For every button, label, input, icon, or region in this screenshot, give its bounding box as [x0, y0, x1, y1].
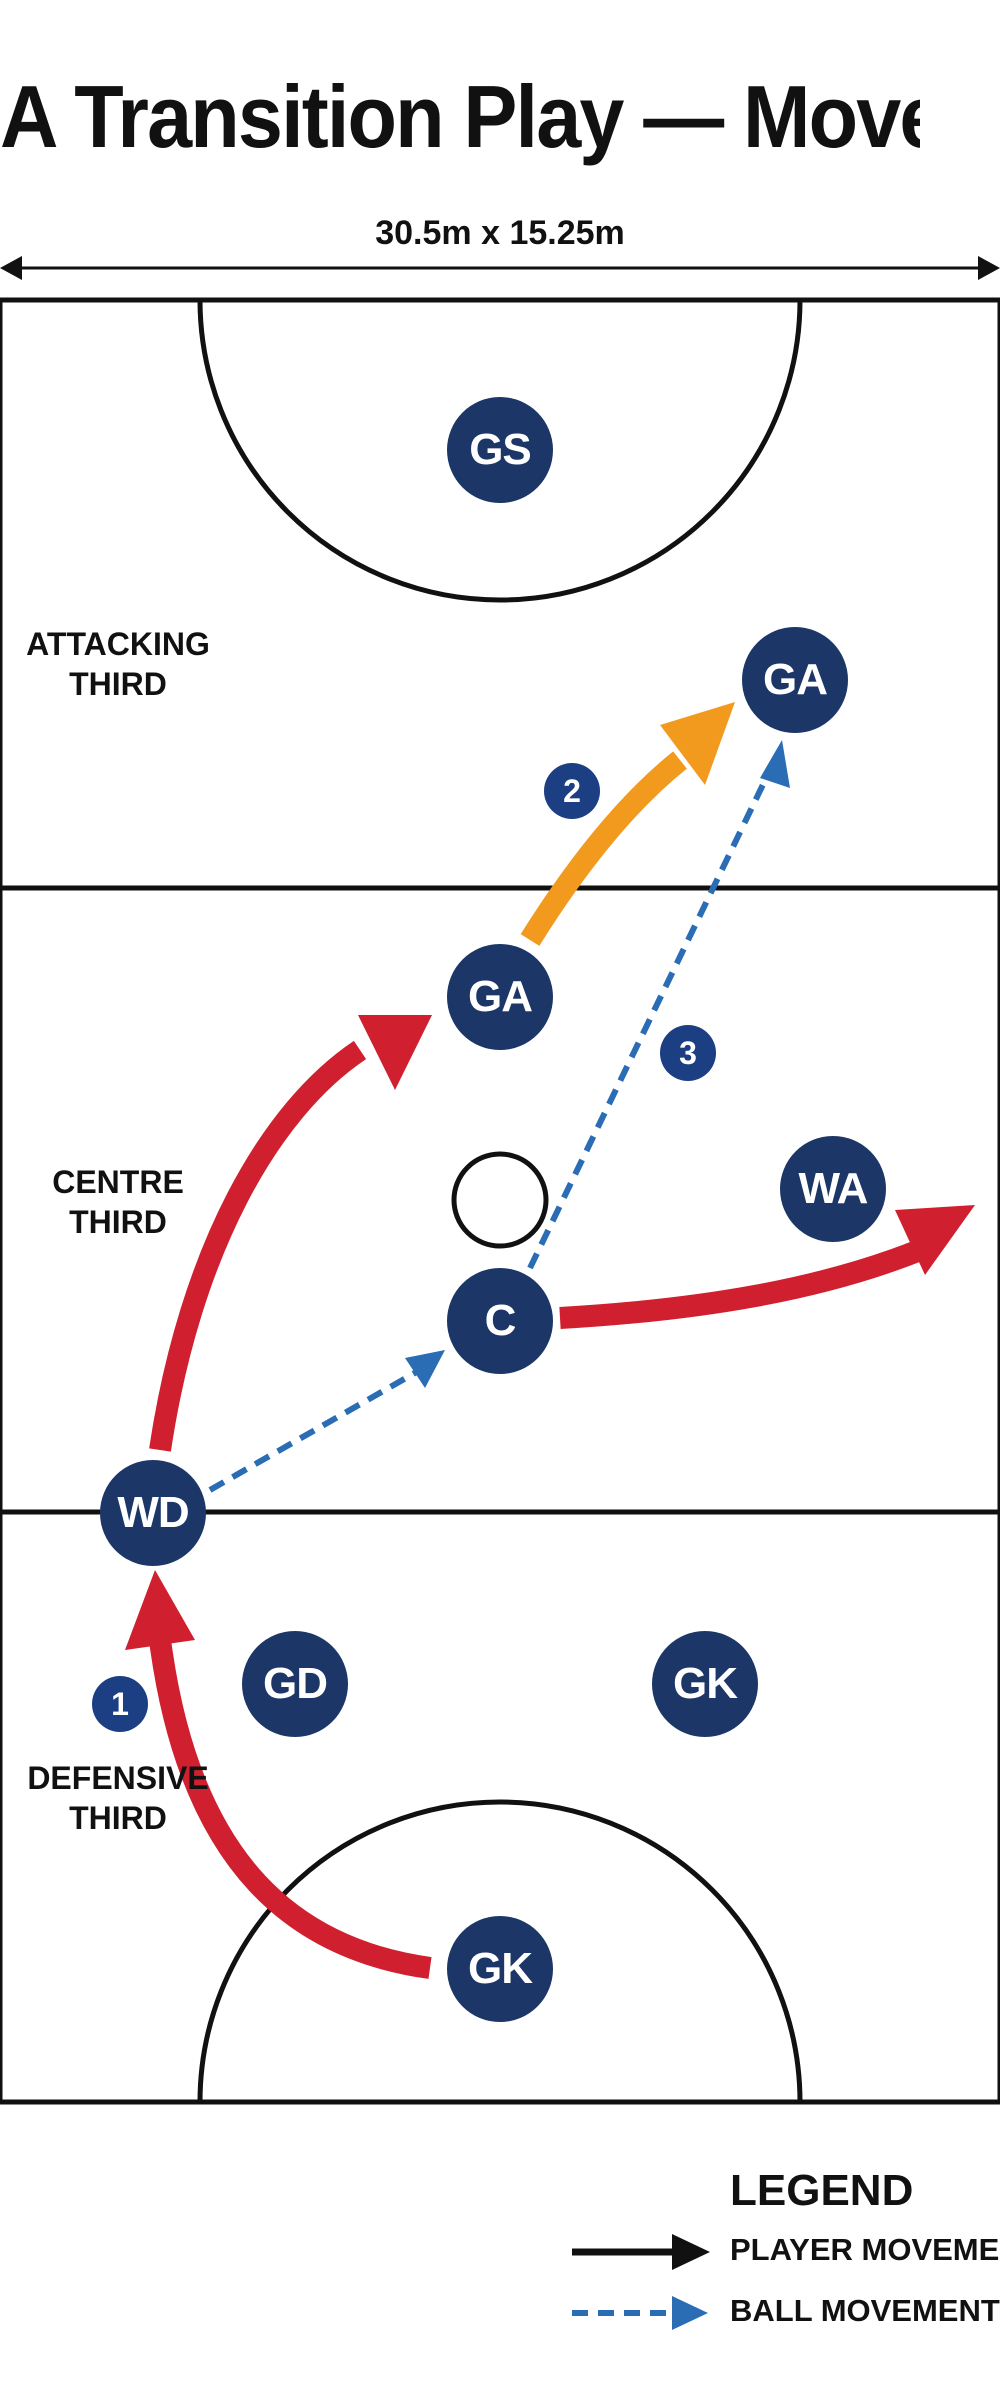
ball-movement-arrow-c-to-ga — [527, 740, 790, 1270]
dimension-arrow — [0, 256, 1000, 280]
player-c: C — [447, 1268, 553, 1374]
player-gs: GS — [447, 397, 553, 503]
court-boundary — [0, 297, 1000, 2105]
zone-label-defensive-line2: THIRD — [69, 1800, 167, 1836]
zone-label-centre: CENTRE THIRD — [18, 1162, 218, 1242]
centre-circle — [451, 1151, 549, 1249]
player-ga-centre: GA — [447, 944, 553, 1050]
zone-label-attacking-line1: ATTACKING — [26, 626, 210, 662]
step-marker-3: 3 — [660, 1025, 716, 1081]
legend-title: LEGEND — [730, 2166, 914, 2215]
legend-player-movement-label: PLAYER MOVEMENT — [730, 2232, 1000, 2267]
zone-label-attacking: ATTACKING THIRD — [18, 624, 218, 704]
player-movement-arrow-gk-to-wd — [125, 1570, 432, 1979]
ball-movement-arrow-wd-to-c — [208, 1350, 445, 1493]
player-movement-arrow-c-to-right — [559, 1205, 975, 1329]
court-dimensions-label: 30.5m x 15.25m — [375, 214, 625, 252]
legend-ball-movement-icon — [572, 2296, 708, 2330]
zone-label-centre-line1: CENTRE — [52, 1164, 184, 1200]
step-marker-1: 1 — [92, 1676, 148, 1732]
player-gd: GD — [242, 1631, 348, 1737]
goal-circle-bottom — [197, 1799, 803, 2103]
goal-circle-top — [197, 299, 803, 603]
zone-label-centre-line2: THIRD — [69, 1204, 167, 1240]
player-wd: WD — [100, 1460, 206, 1566]
zone-label-attacking-line2: THIRD — [69, 666, 167, 702]
zone-label-defensive-line1: DEFENSIVE — [27, 1760, 209, 1796]
zone-label-defensive: DEFENSIVE THIRD — [18, 1758, 218, 1838]
player-gk-circle: GK — [447, 1916, 553, 2022]
player-movement-arrow-wd-to-ga — [149, 1015, 432, 1452]
legend-ball-movement-label: BALL MOVEMENT — [730, 2293, 1000, 2328]
page-title: A Transition Play — Movement — [0, 67, 920, 166]
player-wa: WA — [780, 1136, 886, 1242]
step-marker-2: 2 — [544, 763, 600, 819]
player-gk-defence: GK — [652, 1631, 758, 1737]
player-ga-attacking: GA — [742, 627, 848, 733]
legend-player-movement-icon — [572, 2234, 710, 2270]
player-movement-arrow-ga-to-attack — [520, 702, 735, 946]
